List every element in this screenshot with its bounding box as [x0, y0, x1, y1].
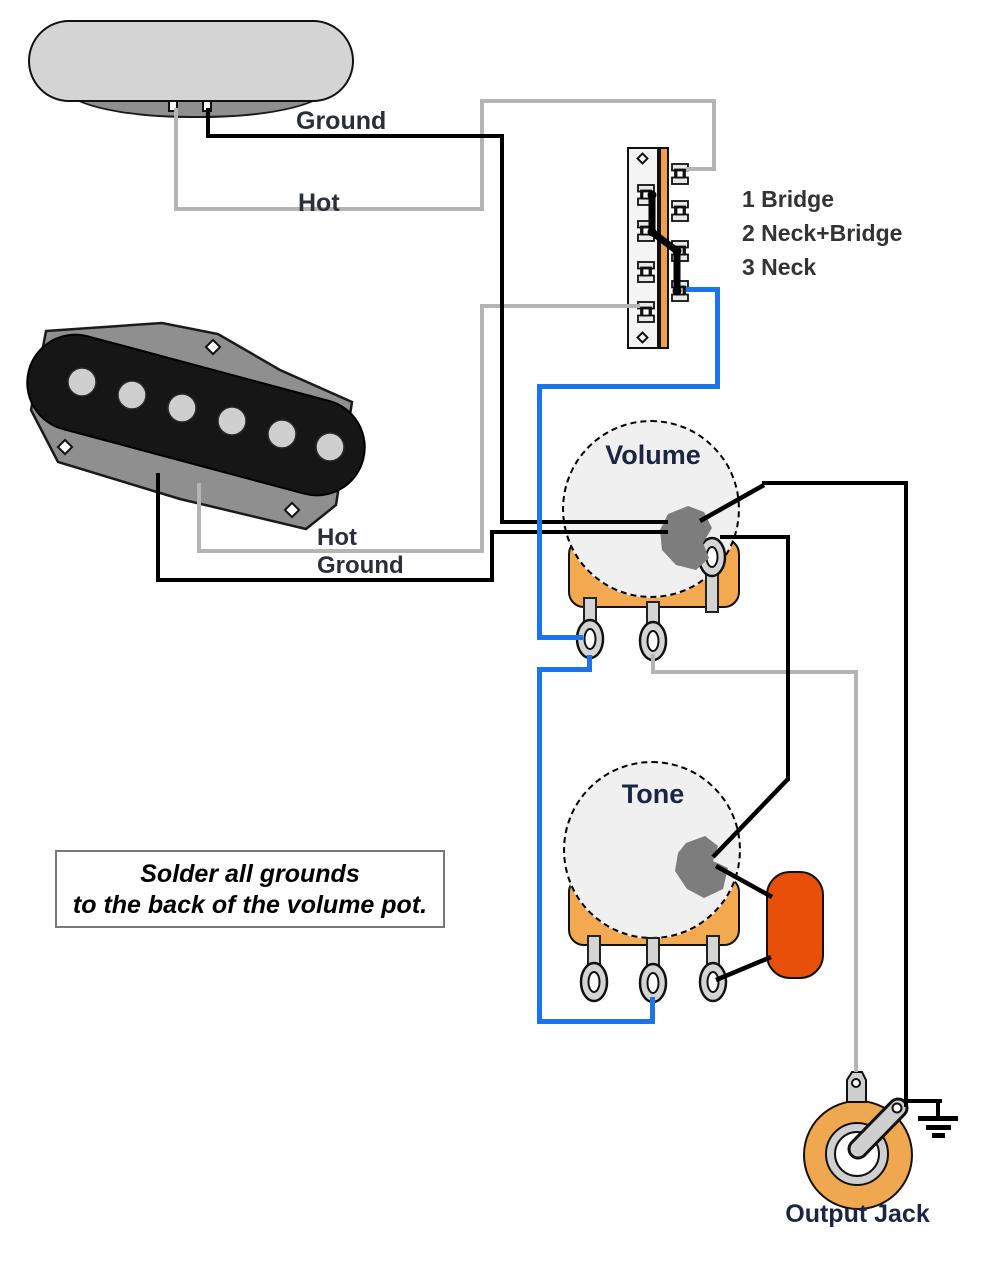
bridge-screw-hole-2 — [56, 438, 74, 456]
wire-neck-ground — [206, 108, 210, 138]
wire-bridge-ground — [156, 473, 160, 580]
wire-switch-output — [537, 384, 542, 640]
wire-volume-to-tone-blue — [587, 655, 592, 672]
wire-volume-to-tone-blue — [537, 667, 592, 672]
bridge-pickup-baseplate — [29, 321, 354, 531]
ground-symbol-bar — [926, 1125, 951, 1130]
wire-volume-to-tone-blue — [537, 667, 542, 1024]
note-line-2: to the back of the volume pot. — [72, 891, 428, 919]
note-line-1: Solder all grounds — [140, 860, 360, 888]
wire-neck-hot — [480, 99, 716, 103]
jack-arm-hole — [891, 1102, 903, 1114]
bridge-pole-2 — [117, 380, 147, 410]
bridge-pole-6 — [315, 432, 345, 462]
wire-neck-hot — [174, 108, 178, 211]
ground-symbol — [904, 1099, 942, 1103]
wire-neck-ground — [206, 134, 504, 138]
jack-ground-lug — [846, 1071, 867, 1103]
neck-hot-label: Hot — [298, 189, 340, 217]
wire-neck-hot — [480, 99, 484, 211]
wire-switch-output — [686, 287, 720, 292]
ground-symbol-bar — [918, 1116, 958, 1121]
volume-label: Volume — [605, 440, 701, 470]
wire-bridge-ground — [156, 578, 494, 582]
bridge-pole-3 — [167, 393, 197, 423]
wire-volume-output — [854, 670, 858, 1072]
wire-volume-output — [651, 654, 655, 674]
wire-volume-to-tone-blue — [650, 997, 655, 1023]
neck-pickup-hot-lug — [168, 100, 178, 112]
switch-position-3: 3 Neck — [742, 254, 817, 280]
selector-switch-body — [627, 147, 659, 349]
neck-pickup-cover — [28, 20, 354, 102]
ground-symbol-bar — [932, 1133, 945, 1138]
bridge-pole-1 — [67, 367, 97, 397]
wire-volume-to-tone — [720, 535, 790, 539]
bridge-screw-hole-3 — [283, 501, 301, 519]
bridge-screw-hole-1 — [204, 338, 222, 356]
wire-neck-hot — [686, 167, 716, 171]
switch-lug — [671, 200, 689, 222]
bridge-pickup-cover — [26, 333, 366, 497]
wire-bridge-hot — [480, 306, 484, 553]
switch-position-2: 2 Neck+Bridge — [742, 220, 903, 246]
tone-lug-right-eyelet — [698, 961, 728, 1003]
wire-neck-hot — [174, 207, 484, 211]
wire-bridge-hot — [197, 483, 201, 553]
ground-symbol — [936, 1099, 940, 1118]
wire-volume-to-tone — [786, 535, 790, 781]
switch-position-legend: 1 Bridge 2 Neck+Bridge 3 Neck — [742, 182, 902, 284]
bridge-pickup — [26, 321, 366, 531]
neck-ground-label: Ground — [296, 107, 387, 135]
wire-neck-ground — [500, 520, 668, 524]
bridge-hot-label: Hot — [317, 524, 357, 551]
output-jack-hole — [834, 1131, 880, 1177]
bridge-ground-label: Ground — [317, 552, 404, 579]
wire-switch-output — [537, 384, 720, 389]
wire-pot-to-jack-ground — [762, 481, 908, 485]
wire-neck-hot — [712, 99, 716, 171]
bridge-pole-5 — [267, 419, 297, 449]
wire-switch-output — [537, 635, 583, 640]
bridge-pole-4 — [217, 406, 247, 436]
tone-lug-left-eyelet — [579, 961, 609, 1003]
tone-label: Tone — [621, 779, 685, 809]
wire-volume-to-tone-blue — [537, 1019, 655, 1024]
wire-switch-output — [715, 287, 720, 389]
note-box: Solder all grounds to the back of the vo… — [55, 850, 445, 928]
wire-bridge-hot — [197, 549, 484, 553]
output-jack-label: Output Jack — [785, 1200, 930, 1228]
wire-bridge-ground — [490, 530, 668, 534]
wire-neck-ground — [500, 134, 504, 524]
tone-capacitor — [766, 871, 824, 979]
wire-volume-output — [651, 670, 858, 674]
switch-position-1: 1 Bridge — [742, 186, 835, 212]
switch-lug — [671, 240, 689, 262]
wire-bridge-hot — [480, 304, 640, 308]
selector-switch-mount-strip — [659, 147, 669, 349]
wire-pot-to-jack-ground — [904, 481, 908, 1107]
wire-capacitor-to-tone-lug — [715, 954, 772, 983]
wire-bridge-ground — [490, 533, 494, 582]
